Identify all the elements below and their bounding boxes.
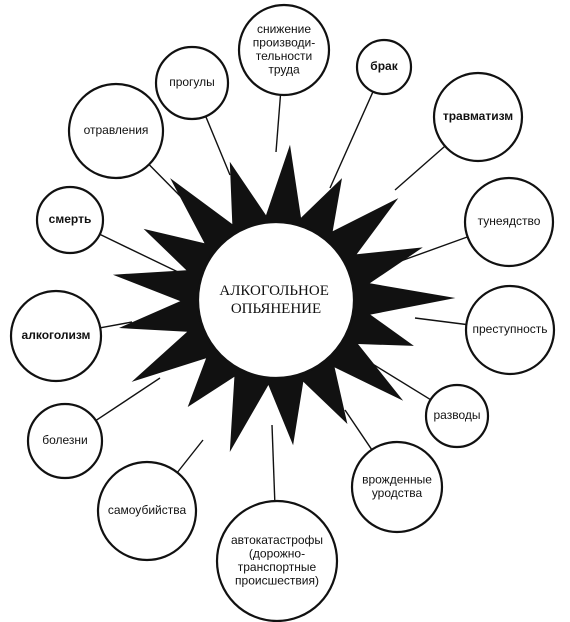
node-label-line: тельности — [256, 49, 312, 63]
node-label-alkogolizm: алкоголизм — [22, 328, 91, 342]
node-smert: смерть — [35, 185, 105, 255]
node-bolezni: болезни — [26, 402, 104, 480]
connector-travmatizm — [394, 145, 446, 191]
node-proguly: прогулы — [154, 45, 230, 121]
node-otravleniya: отравления — [67, 82, 165, 180]
node-circle-proguly — [154, 45, 230, 121]
connector-bolezni — [95, 377, 161, 422]
connector-brak — [329, 91, 374, 189]
node-label-brak: брак — [370, 59, 398, 73]
node-circle-samoubiystva — [96, 460, 198, 562]
node-label-line: труда — [268, 62, 300, 76]
node-label-razvody: разводы — [434, 408, 481, 422]
node-label-otravleniya: отравления — [84, 123, 149, 137]
node-alkogolizm: алкоголизм — [9, 289, 103, 383]
connector-alkogolizm — [100, 321, 133, 329]
node-label-line: снижение — [257, 22, 311, 36]
center-circle — [196, 220, 356, 380]
center-label-line-2: ОПЬЯНЕНИЕ — [231, 301, 321, 317]
node-label-travmatizm: травматизм — [443, 109, 513, 123]
node-circle-otravleniya — [67, 82, 165, 180]
node-label-line: болезни — [42, 433, 88, 447]
node-travmatizm: травматизм — [432, 71, 524, 163]
node-label-line: (дорожно- — [249, 546, 305, 560]
node-circle-avtokatastrofy — [215, 499, 339, 622]
connector-prestupnost — [414, 317, 467, 326]
node-samoubiystva: самоубийства — [96, 460, 198, 562]
center-label-line-1: АЛКОГОЛЬНОЕ — [219, 283, 328, 299]
node-label-line: происшествия) — [235, 573, 319, 587]
node-label-line: прогулы — [169, 75, 215, 89]
node-label-line: смерть — [49, 212, 92, 226]
node-label-prestupnost: преступность — [472, 322, 547, 336]
node-circle-brak — [355, 38, 413, 96]
node-circle-smert — [35, 185, 105, 255]
connector-samoubiystva — [176, 439, 204, 473]
node-label-line: травматизм — [443, 109, 513, 123]
connector-vrozhdennye — [344, 409, 373, 451]
node-razvody: разводы — [424, 383, 490, 449]
node-label-line: транспортные — [238, 560, 317, 574]
node-circle-razvody — [424, 383, 490, 449]
connector-smert — [99, 233, 179, 273]
connector-avtokatastrofy — [271, 424, 276, 502]
node-label-line: производи- — [253, 35, 315, 49]
node-label-line: преступность — [472, 322, 547, 336]
node-circle-travmatizm — [432, 71, 524, 163]
node-label-line: самоубийства — [108, 503, 187, 517]
node-label-line: брак — [370, 59, 398, 73]
center-label: АЛКОГОЛЬНОЕ ОПЬЯНЕНИЕ — [219, 283, 332, 317]
node-label-bolezni: болезни — [42, 433, 88, 447]
connector-tuneyadstvo — [397, 236, 468, 263]
node-label-line: врожденные — [362, 472, 432, 486]
node-label-line: автокатастрофы — [231, 533, 323, 547]
node-label-line: алкоголизм — [22, 328, 91, 342]
node-label-line: отравления — [84, 123, 149, 137]
node-label-samoubiystva: самоубийства — [108, 503, 187, 517]
node-circle-tuneyadstvo — [463, 176, 555, 268]
node-circle-vrozhdennye — [350, 440, 444, 534]
node-label-smert: смерть — [49, 212, 92, 226]
node-prestupnost: преступность — [464, 284, 556, 376]
node-label-line: тунеядство — [478, 214, 541, 228]
node-circle-alkogolizm — [9, 289, 103, 383]
connector-snizhenie — [275, 94, 282, 153]
node-label-tuneyadstvo: тунеядство — [478, 214, 541, 228]
node-circle-prestupnost — [464, 284, 556, 376]
node-circle-snizhenie — [237, 3, 331, 97]
node-circle-bolezni — [26, 402, 104, 480]
node-label-line: уродства — [372, 486, 423, 500]
node-brak: брак — [355, 38, 413, 96]
connector-proguly — [205, 116, 231, 176]
node-label-proguly: прогулы — [169, 75, 215, 89]
node-tuneyadstvo: тунеядство — [463, 176, 555, 268]
node-label-line: разводы — [434, 408, 481, 422]
